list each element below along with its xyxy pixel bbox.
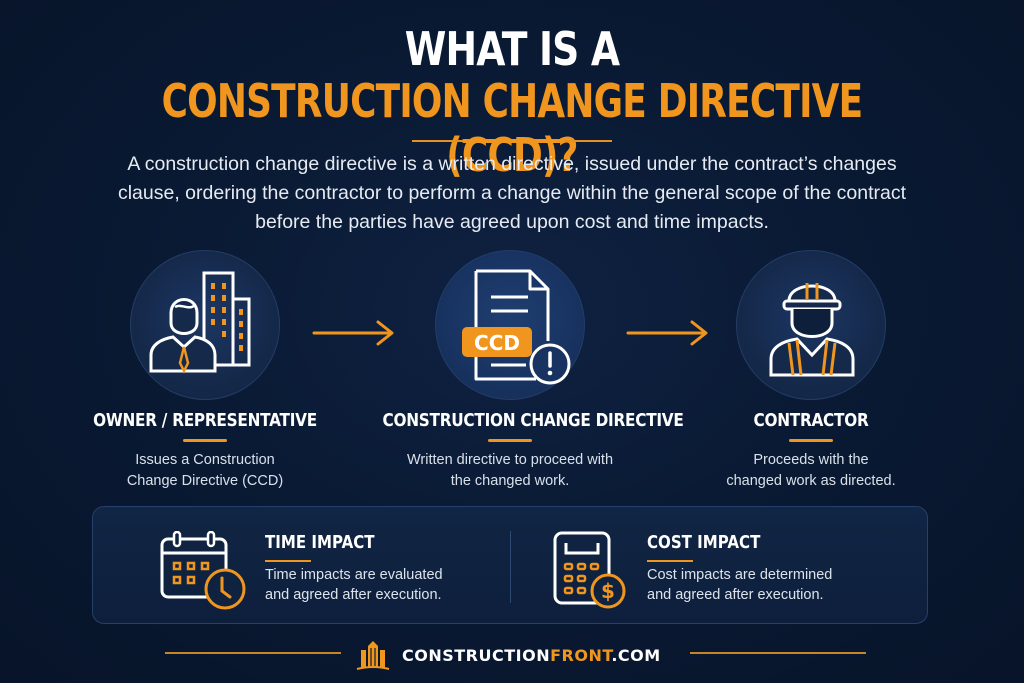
step-owner-description: Issues a Construction Change Directive (…: [55, 450, 355, 492]
step-ccd: CCD CONSTRUCTION CHANGE DIRECTIVE Writte…: [360, 250, 684, 492]
contractor-hardhat-icon: [769, 283, 855, 377]
svg-text:$: $: [601, 579, 615, 603]
cost-impact: $ COST IMPACT Cost impacts are determine…: [553, 525, 893, 609]
calendar-clock-icon: [160, 531, 246, 610]
desc-line: Change Directive (CCD): [126, 473, 284, 489]
desc-line: and agreed after execution.: [265, 587, 442, 603]
desc-line: the changed work.: [450, 473, 570, 489]
desc-line: changed work as directed.: [726, 473, 896, 489]
ccd-icon-circle: CCD: [435, 250, 585, 400]
step-owner-underline: [183, 439, 227, 442]
impacts-divider: [510, 531, 511, 603]
title-underline: [412, 139, 612, 143]
step-owner-label: OWNER / REPRESENTATIVE: [93, 410, 317, 431]
time-impact-description: Time impacts are evaluated and agreed af…: [265, 565, 443, 605]
time-impact: TIME IMPACT Time impacts are evaluated a…: [159, 525, 489, 610]
step-owner: OWNER / REPRESENTATIVE Issues a Construc…: [55, 250, 355, 492]
ccd-badge-text: CCD: [474, 331, 520, 355]
brand-name: CONSTRUCTIONFRONT.COM: [402, 646, 661, 665]
step-contractor-label: CONTRACTOR: [753, 410, 869, 431]
page-title-line-1: WHAT IS A: [404, 22, 620, 76]
impacts-panel: TIME IMPACT Time impacts are evaluated a…: [92, 506, 928, 624]
desc-line: Cost impacts are determined: [647, 567, 833, 583]
time-impact-underline: [265, 560, 311, 562]
owner-icon-circle: [130, 250, 280, 400]
calculator-dollar-icon: $: [553, 531, 626, 609]
brand-part-construction: CONSTRUCTION: [402, 645, 551, 665]
building-logo-icon: [356, 641, 390, 670]
ccd-document-icon: CCD: [462, 269, 571, 385]
step-contractor-underline: [789, 439, 833, 442]
intro-paragraph: A construction change directive is a wri…: [117, 153, 907, 233]
footer-line-left: [165, 652, 341, 654]
step-contractor: CONTRACTOR Proceeds with the changed wor…: [661, 250, 961, 492]
page-title-line-2: CONSTRUCTION CHANGE DIRECTIVE (CCD)?: [161, 74, 864, 182]
brand-part-front: FRONT: [550, 645, 612, 665]
step-ccd-underline: [488, 439, 532, 442]
footer-brand: CONSTRUCTIONFRONT.COM: [356, 640, 661, 670]
arrow-right-icon: [626, 320, 708, 346]
cost-impact-title: COST IMPACT: [647, 533, 761, 553]
brand-part-domain: .COM: [611, 645, 661, 665]
time-impact-title: TIME IMPACT: [265, 533, 375, 553]
cost-impact-description: Cost impacts are determined and agreed a…: [647, 565, 832, 605]
desc-line: Written directive to proceed with: [406, 452, 614, 468]
desc-line: Proceeds with the: [753, 452, 869, 468]
owner-building-icon: [149, 271, 251, 374]
desc-line: Time impacts are evaluated: [265, 567, 443, 583]
footer-line-right: [690, 652, 866, 654]
desc-line: Issues a Construction: [135, 452, 275, 468]
step-contractor-description: Proceeds with the changed work as direct…: [661, 450, 961, 492]
cost-impact-underline: [647, 560, 693, 562]
desc-line: and agreed after execution.: [647, 587, 824, 603]
step-ccd-description: Written directive to proceed with the ch…: [360, 450, 660, 492]
contractor-icon-circle: [736, 250, 886, 400]
arrow-right-icon: [312, 320, 394, 346]
step-ccd-label: CONSTRUCTION CHANGE DIRECTIVE: [382, 410, 684, 431]
